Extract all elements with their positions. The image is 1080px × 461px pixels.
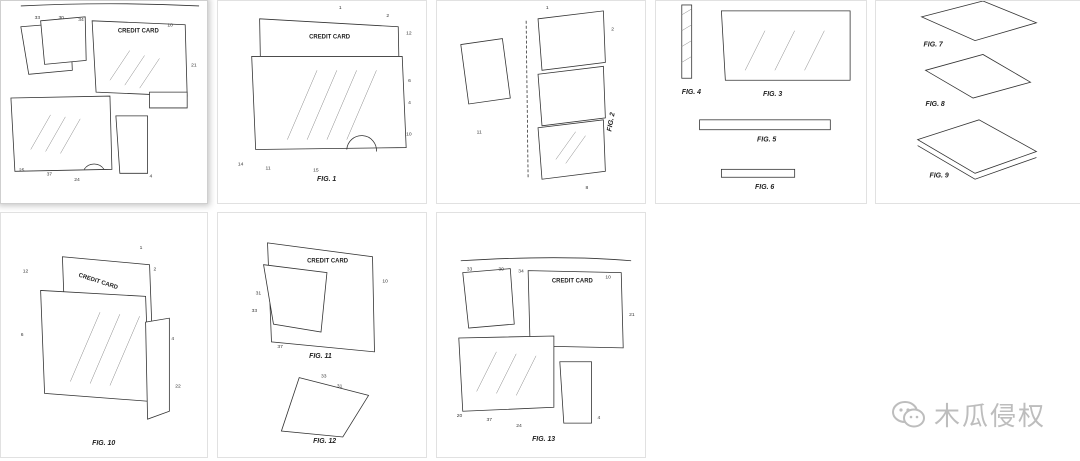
fig12-label: FIG. 12 [313, 438, 336, 445]
svg-text:2: 2 [386, 13, 389, 19]
svg-text:33: 33 [252, 308, 258, 314]
fig3-wallet-drawing: FIG. 4 FIG. 3 FIG. 5 FIG. 6 [681, 4, 851, 191]
patent-thumbnail-fig7[interactable]: FIG. 7 FIG. 8 FIG. 9 [875, 0, 1080, 204]
fig5-label: FIG. 5 [757, 137, 776, 144]
svg-text:10: 10 [406, 132, 412, 138]
svg-text:11: 11 [477, 130, 482, 136]
svg-text:11: 11 [266, 165, 271, 171]
svg-text:15: 15 [313, 167, 319, 173]
fig2-label: FIG. 2 [606, 112, 616, 132]
svg-text:4: 4 [597, 415, 600, 421]
svg-text:31: 31 [337, 383, 343, 389]
svg-text:6: 6 [21, 332, 24, 338]
patent-thumbnail-fig2[interactable]: 1 2 11 8 FIG. 2 [436, 0, 646, 204]
credit-card-text-fig11: CREDIT CARD [307, 259, 349, 265]
svg-text:34: 34 [78, 17, 84, 23]
svg-text:8: 8 [586, 185, 589, 191]
svg-text:30: 30 [58, 15, 64, 21]
svg-text:37: 37 [487, 417, 493, 423]
svg-text:24: 24 [74, 177, 80, 183]
svg-text:6: 6 [408, 78, 411, 84]
svg-text:2: 2 [611, 27, 614, 33]
fig11-label: FIG. 11 [309, 353, 332, 360]
fig7-9-wallet-drawing: FIG. 7 FIG. 8 FIG. 9 [916, 1, 1038, 180]
svg-text:4: 4 [150, 173, 153, 179]
svg-text:30: 30 [498, 267, 504, 273]
fig4-label: FIG. 4 [682, 89, 701, 96]
svg-text:25: 25 [19, 167, 25, 173]
svg-text:10: 10 [605, 275, 611, 281]
credit-card-text-fig1: CREDIT CARD [309, 35, 351, 41]
svg-text:10: 10 [167, 23, 173, 29]
fig3-label: FIG. 3 [763, 91, 782, 98]
svg-text:4: 4 [408, 100, 411, 106]
fig10-label: FIG. 10 [92, 440, 115, 447]
svg-text:21: 21 [191, 62, 197, 68]
svg-text:1: 1 [546, 5, 549, 11]
fig2-wallet-drawing: 1 2 11 8 FIG. 2 [460, 5, 617, 191]
patent-thumbnail-exploded[interactable]: CREDIT CARD 33 30 34 10 21 25 37 24 4 [0, 0, 208, 204]
svg-text:24: 24 [516, 423, 522, 429]
svg-text:12: 12 [23, 269, 29, 275]
fig6-label: FIG. 6 [755, 184, 774, 191]
svg-text:37: 37 [47, 171, 53, 177]
fig11-12-wallet-drawing: CREDIT CARD 31 33 10 37 FIG. 11 33 31 FIG. … [252, 242, 388, 445]
credit-card-text-fig13: CREDIT CARD [552, 279, 594, 285]
svg-text:31: 31 [256, 290, 262, 296]
fig8-label: FIG. 8 [926, 101, 945, 108]
wechat-icon [891, 400, 925, 427]
patent-thumbnail-fig11[interactable]: CREDIT CARD 31 33 10 37 FIG. 11 33 31 FIG. … [217, 212, 427, 458]
patent-thumbnail-fig3[interactable]: FIG. 4 FIG. 3 FIG. 5 FIG. 6 [655, 0, 867, 204]
svg-text:14: 14 [238, 161, 244, 167]
svg-text:1: 1 [140, 245, 143, 251]
svg-text:33: 33 [467, 267, 473, 273]
svg-text:33: 33 [321, 374, 327, 380]
svg-text:34: 34 [518, 269, 524, 275]
fig1-label: FIG. 1 [317, 176, 336, 183]
fig13-wallet-drawing: CREDIT CARD 33 30 34 10 21 20 37 24 4 FIG. 13 [457, 257, 635, 443]
svg-text:12: 12 [406, 31, 412, 37]
fig9-label: FIG. 9 [930, 172, 949, 179]
watermark: 木瓜侵权 [891, 396, 1046, 433]
svg-text:1: 1 [339, 5, 342, 11]
svg-text:10: 10 [382, 279, 388, 285]
svg-text:37: 37 [277, 344, 283, 350]
svg-text:4: 4 [171, 336, 174, 342]
watermark-text: 木瓜侵权 [933, 402, 1046, 432]
svg-text:21: 21 [629, 312, 635, 318]
fig13-label: FIG. 13 [532, 436, 555, 443]
svg-text:33: 33 [35, 15, 41, 21]
exploded-wallet-drawing: CREDIT CARD 33 30 34 10 21 25 37 24 4 [10, 3, 200, 183]
patent-thumbnail-fig13[interactable]: CREDIT CARD 33 30 34 10 21 20 37 24 4 FIG. 13 [436, 212, 646, 458]
svg-text:2: 2 [154, 267, 157, 273]
svg-text:20: 20 [457, 413, 463, 419]
svg-text:22: 22 [175, 383, 181, 389]
fig7-label: FIG. 7 [924, 42, 944, 49]
credit-card-text: CREDIT CARD [118, 29, 160, 35]
